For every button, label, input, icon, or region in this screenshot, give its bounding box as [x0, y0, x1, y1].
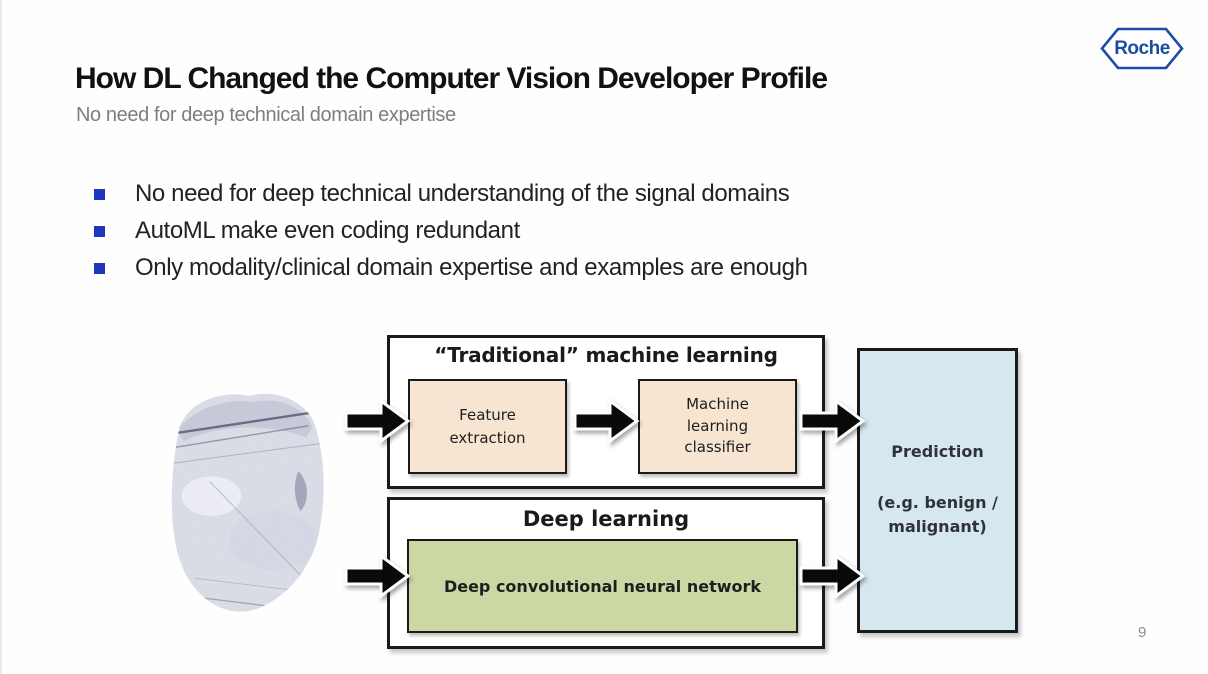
- slide-title: How DL Changed the Computer Vision Devel…: [75, 62, 828, 95]
- flow-arrow-icon: [344, 553, 411, 599]
- histology-tissue-image: [171, 393, 324, 612]
- roche-logo-text: Roche: [1114, 37, 1170, 59]
- bullet-square-icon: [94, 226, 105, 237]
- bullet-list: No need for deep technical understanding…: [94, 175, 808, 286]
- bullet-text: Only modality/clinical domain expertise …: [135, 253, 808, 281]
- traditional-ml-title: “Traditional” machine learning: [434, 343, 778, 367]
- bullet-item: No need for deep technical understanding…: [94, 175, 808, 212]
- ml-classifier-box: Machine learning classifier: [638, 379, 797, 474]
- prediction-box: Prediction (e.g. benign / malignant): [857, 348, 1018, 633]
- flow-arrow-icon: [799, 553, 866, 599]
- bullet-item: AutoML make even coding redundant: [94, 212, 808, 249]
- flow-arrow-icon: [573, 398, 640, 444]
- feature-extraction-label: Feature extraction: [449, 406, 526, 447]
- bullet-text: AutoML make even coding redundant: [135, 216, 520, 244]
- roche-hexagon-icon: [1100, 27, 1184, 70]
- roche-logo: Roche: [1100, 26, 1184, 71]
- prediction-sublabel: (e.g. benign / malignant): [877, 493, 998, 536]
- ml-classifier-label: Machine learning classifier: [684, 394, 751, 457]
- flow-arrow-icon: [344, 398, 411, 444]
- flow-arrow-icon: [799, 398, 866, 444]
- prediction-label: Prediction: [891, 442, 984, 461]
- bullet-square-icon: [94, 189, 105, 200]
- dcnn-label: Deep convolutional neural network: [443, 576, 762, 596]
- bullet-square-icon: [94, 263, 105, 274]
- bullet-item: Only modality/clinical domain expertise …: [94, 249, 808, 286]
- slide-subtitle: No need for deep technical domain expert…: [76, 104, 456, 126]
- feature-extraction-box: Feature extraction: [408, 379, 567, 474]
- slide-left-border: [0, 0, 2, 674]
- page-number: 9: [1138, 624, 1147, 641]
- deep-learning-title: Deep learning: [522, 507, 690, 531]
- dcnn-box: Deep convolutional neural network: [407, 539, 798, 633]
- bullet-text: No need for deep technical understanding…: [135, 179, 790, 207]
